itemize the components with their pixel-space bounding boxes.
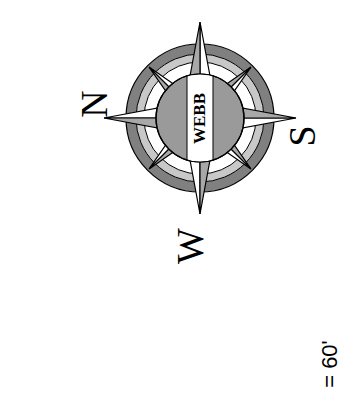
compass-name: WEBB	[192, 92, 209, 143]
direction-letter: N	[75, 90, 113, 117]
compass-center	[156, 70, 244, 166]
compass-star	[104, 22, 296, 214]
direction-letter: S	[283, 125, 321, 146]
scale-note: = 60'	[319, 340, 341, 388]
direction-letter: W	[171, 228, 209, 264]
